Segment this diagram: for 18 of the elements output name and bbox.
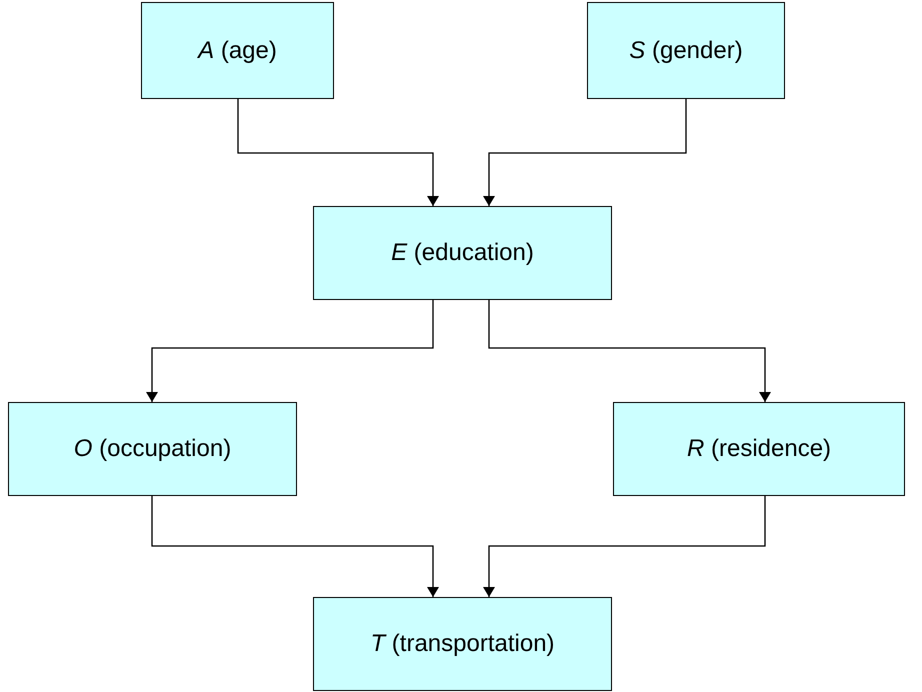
box-label: E (education): [391, 238, 534, 268]
process-box: [141, 2, 334, 99]
arrow: [237, 99, 439, 206]
arrow: [483, 99, 687, 206]
box-label: A (age): [198, 36, 277, 66]
process-box: [613, 402, 905, 496]
arrow: [483, 496, 766, 597]
box-label: O (occupation): [74, 434, 232, 464]
process-box: [587, 2, 785, 99]
process-box: [313, 597, 612, 691]
arrow: [146, 300, 434, 402]
box-label: T (transportation): [370, 629, 555, 659]
box-label: R (residence): [686, 434, 832, 464]
box-label: S (gender): [629, 36, 743, 66]
arrow: [488, 300, 771, 402]
process-box: [313, 206, 612, 300]
arrow: [151, 496, 439, 597]
process-box: [8, 402, 297, 496]
